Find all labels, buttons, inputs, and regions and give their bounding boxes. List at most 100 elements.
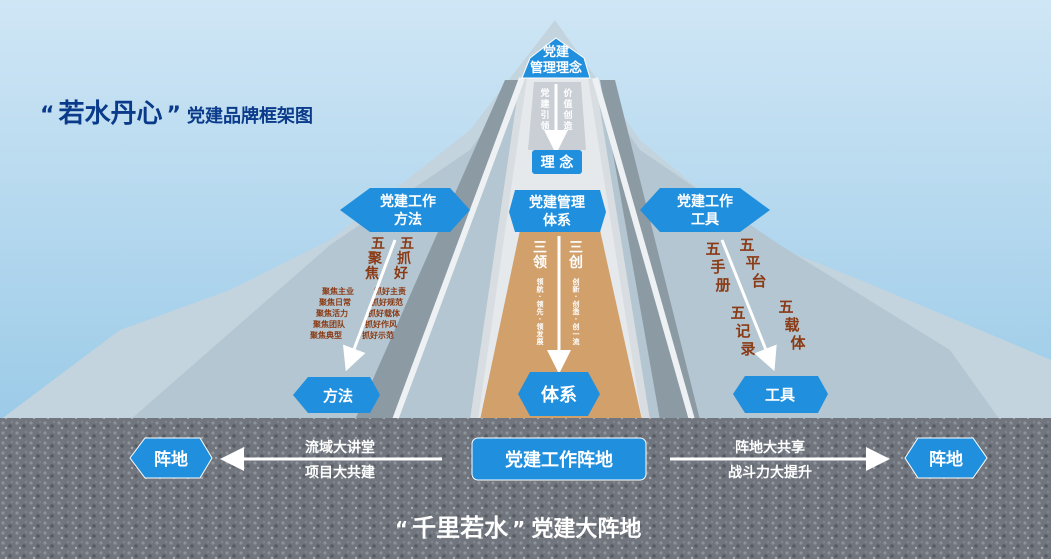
center-banner-line1: 党建管理 <box>529 194 585 211</box>
tool-char: 载 <box>784 316 799 334</box>
center-bottom-label: 体系 <box>541 384 577 406</box>
right-banner-line2: 工具 <box>691 212 719 228</box>
tool-char: 五 <box>739 236 754 254</box>
focus-item: 聚焦团队 <box>312 319 346 329</box>
left-bottom-label: 方法 <box>323 387 353 405</box>
right-arrow-top: 阵地大共享 <box>735 439 805 456</box>
left-arrow-top: 流域大讲堂 <box>305 439 375 456</box>
tool-char: 册 <box>715 276 730 294</box>
create-item-char: 一 <box>573 331 580 339</box>
heading-char: 五 <box>400 236 414 252</box>
center-system-panel: 三领 三创 领航·领先·领发展 创新·创造·创一流 体系 <box>518 236 600 416</box>
right-banner: 党建工作 工具 <box>640 188 770 232</box>
focus-item: 聚焦日常 <box>318 297 351 307</box>
create-item-char: · <box>575 316 578 324</box>
heading-char: 创 <box>568 254 583 271</box>
center-position-label: 党建工作阵地 <box>505 449 613 471</box>
lead-item-char: 展 <box>536 337 545 346</box>
tool-char: 五 <box>778 298 793 316</box>
value-char: 值 <box>563 98 572 110</box>
left-banner: 党建工作 方法 <box>340 188 470 232</box>
center-bottom-badge <box>518 372 600 416</box>
grasp-item: 抓好作风 <box>365 319 397 329</box>
top-line1: 党建 <box>543 44 569 60</box>
create-item-char: 创 <box>572 322 580 331</box>
center-system-fill <box>480 230 642 420</box>
value-char: 造 <box>563 120 573 132</box>
value-char: 创 <box>562 109 572 121</box>
lead-item-char: · <box>539 293 542 301</box>
heading-char: 焦 <box>364 265 379 282</box>
focus-item: 聚焦活力 <box>315 308 348 318</box>
tool-char: 台 <box>751 272 766 290</box>
top-concept-badge: 党建 管理理念 <box>521 37 591 79</box>
grasp-item: 抓好规范 <box>371 297 403 307</box>
lead-item-char: · <box>539 316 542 324</box>
bottom-title: “千里若水”党建大阵地 <box>395 514 641 542</box>
create-item-char: 流 <box>573 337 580 346</box>
center-banner: 党建管理 体系 <box>509 190 606 232</box>
tool-char: 体 <box>790 334 806 352</box>
right-arrow-bottom: 战斗力大提升 <box>728 464 812 481</box>
tool-char: 录 <box>740 340 755 358</box>
right-road-shadow <box>600 80 700 420</box>
right-tools-panel: 五手册 五平台 五记录 五载体 工具 <box>705 236 828 413</box>
three-create-list: 创新·创造·创一流 <box>572 277 581 346</box>
top-line2: 管理理念 <box>530 60 582 76</box>
three-lead-heading: 三领 <box>533 240 547 271</box>
focus-item: 聚焦主业 <box>321 286 354 296</box>
heading-char: 领 <box>533 254 547 271</box>
five-focus-heading: 五聚焦 <box>364 236 385 282</box>
lead-item-char: 先 <box>537 307 544 316</box>
left-position-hex <box>129 437 213 479</box>
left-position-label: 阵地 <box>154 449 188 470</box>
right-position-label: 阵地 <box>929 449 963 470</box>
create-item-char: 新 <box>573 285 580 294</box>
lead-item-char: 航 <box>537 285 544 294</box>
right-banner-line1: 党建工作 <box>677 193 733 210</box>
right-down-arrow <box>720 239 777 372</box>
guidance-char: 建 <box>540 98 550 110</box>
heading-char: 抓 <box>397 250 411 267</box>
five-handbook-text: 五手册 <box>705 240 730 294</box>
lead-item-char: 领 <box>537 322 544 331</box>
five-carrier-text: 五载体 <box>778 298 806 352</box>
create-item-char: 创 <box>572 277 580 286</box>
right-stripe <box>592 77 695 421</box>
center-banner-line2: 体系 <box>543 212 571 229</box>
guidance-char: 领 <box>540 120 549 132</box>
focus-item: 聚焦典型 <box>309 330 342 340</box>
heading-char: 五 <box>371 236 385 252</box>
heading-char: 三 <box>533 240 547 256</box>
tool-char: 平 <box>745 254 760 272</box>
value-char: 价 <box>563 88 573 99</box>
tool-char: 五 <box>705 240 720 258</box>
center-position-box <box>471 437 647 481</box>
tool-char: 手 <box>710 258 725 276</box>
concept-label: 理 念 <box>541 154 575 171</box>
ground-section: 阵地 阵地 党建工作阵地 流域大讲堂 项目大共建 阵地大共享 战斗力大提升 <box>129 437 988 481</box>
create-item-char: 造 <box>573 307 581 316</box>
lead-item-char: 领 <box>537 300 544 309</box>
grasp-item: 抓好载体 <box>368 308 401 318</box>
mountain-right-face <box>590 80 1000 420</box>
heading-char: 好 <box>393 265 408 282</box>
left-banner-line2: 方法 <box>394 211 422 228</box>
left-bottom-badge <box>293 377 380 413</box>
three-create-heading: 三创 <box>568 240 583 271</box>
right-bottom-label: 工具 <box>765 386 795 404</box>
guidance-char: 党 <box>540 87 549 99</box>
heading-char: 三 <box>569 240 583 256</box>
grasp-item: 抓好主责 <box>374 286 406 296</box>
left-stripe <box>392 76 525 422</box>
guidance-char: 引 <box>540 109 549 121</box>
five-grasp-heading: 五抓好 <box>393 236 414 282</box>
right-bottom-badge <box>733 376 828 413</box>
tool-char: 五 <box>730 304 745 322</box>
